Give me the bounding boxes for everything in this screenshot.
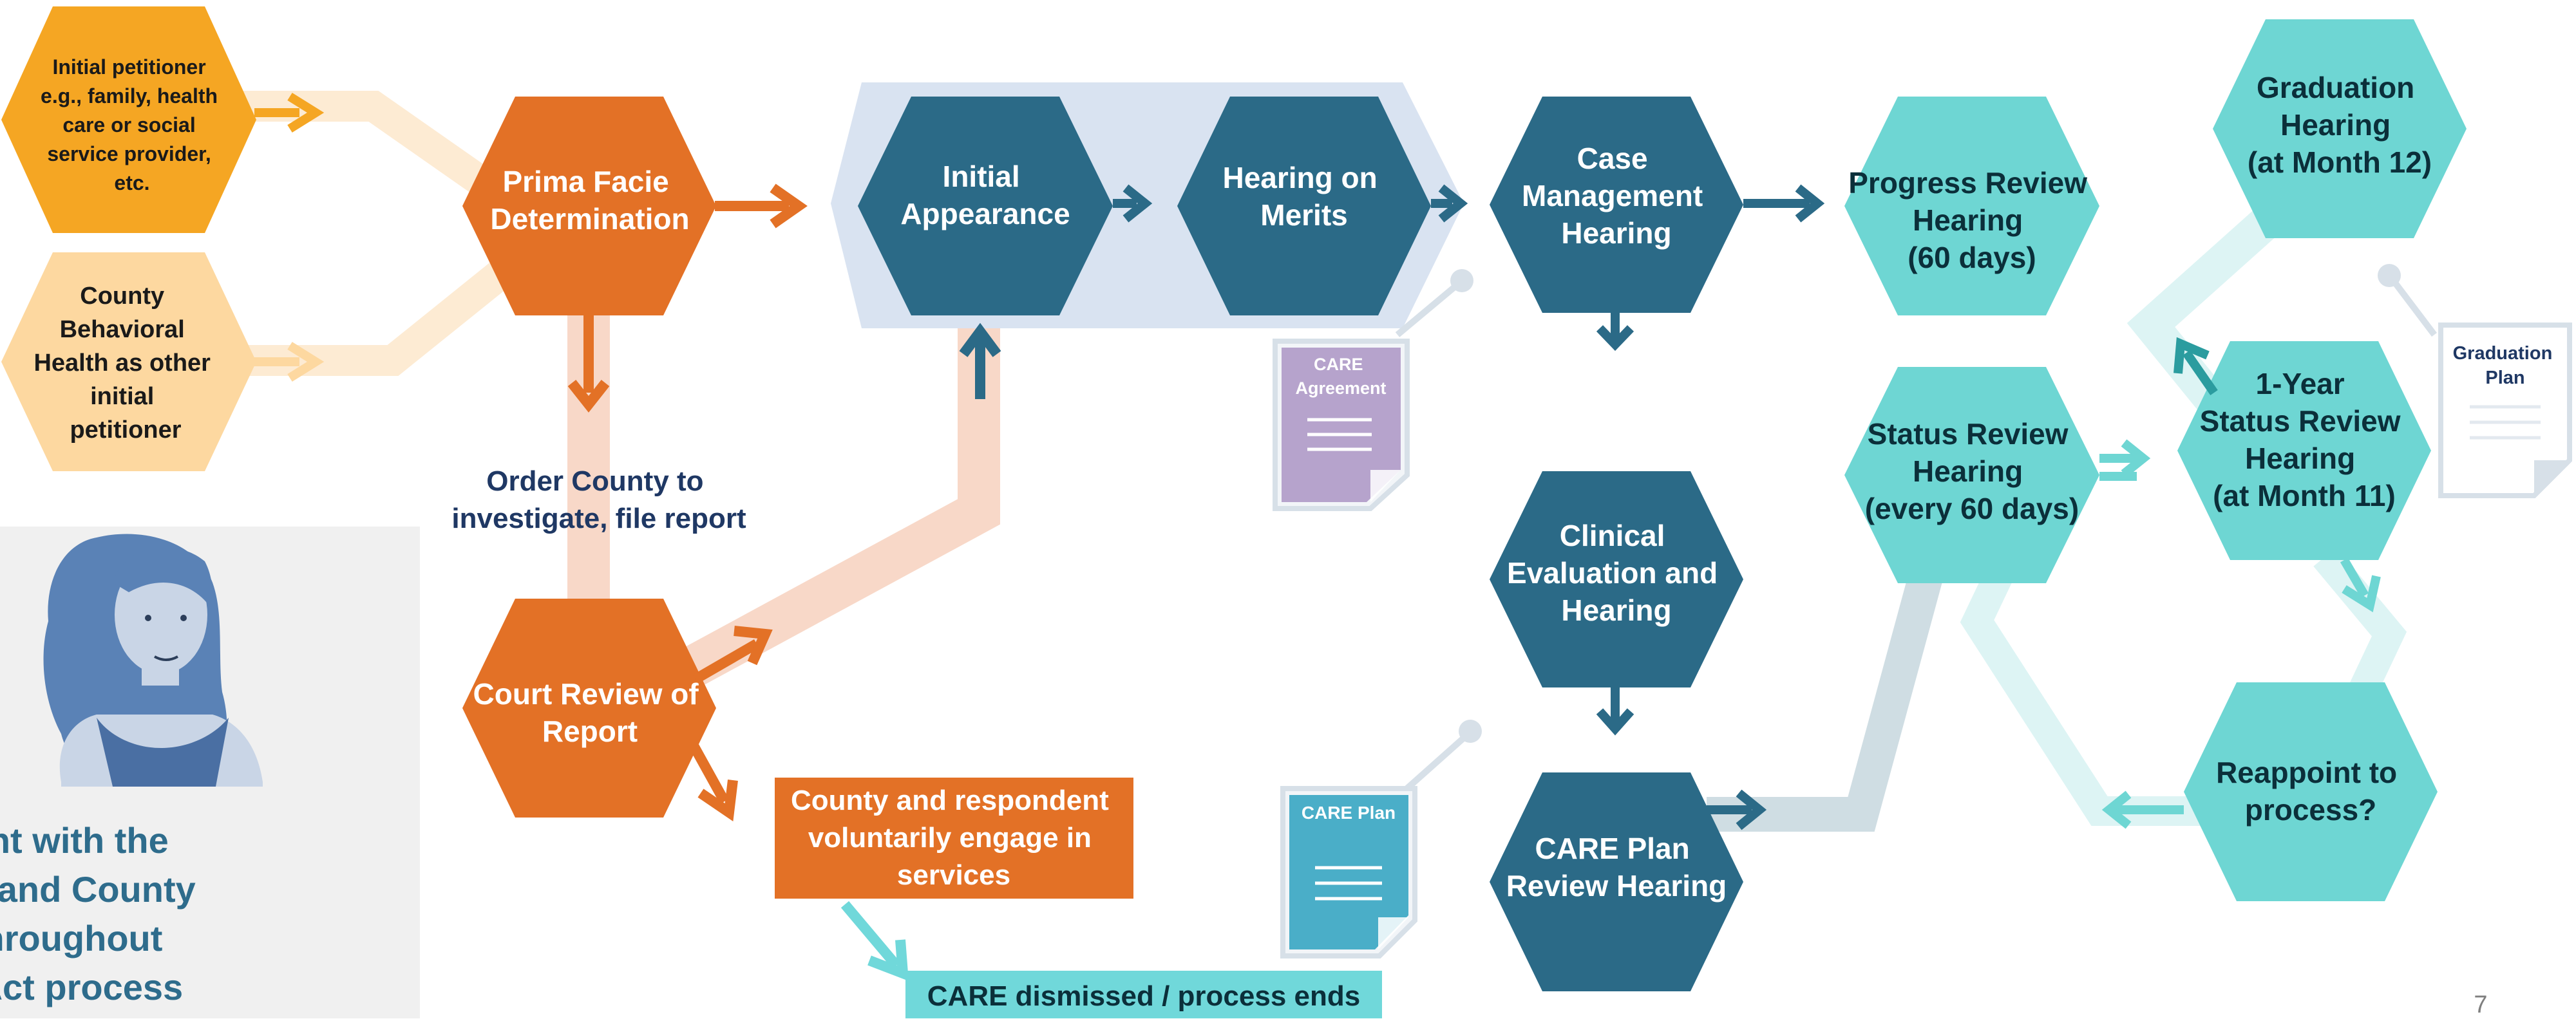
voluntary-engagement-box[interactable] (775, 778, 1133, 899)
initial-petitioner-hexagon[interactable]: Initial petitioner e.g., family, health … (1, 6, 256, 233)
arrow-clinical-to-careplan (1596, 687, 1634, 736)
arrow-court-to-voluntary (689, 744, 738, 822)
arrow-status-to-oneyear (2099, 439, 2151, 481)
arrow-voluntary-to-dismissed (840, 901, 909, 982)
arrow-reappoint-to-loop (2101, 790, 2184, 829)
care-dismissed-text: CARE dismissed / process ends (927, 980, 1360, 1012)
band-petitioner-to-prima (193, 91, 511, 209)
arrow-county-out (254, 342, 325, 382)
arrow-court-to-initial (692, 626, 773, 684)
arrow-oneyear-to-graduation (2174, 337, 2218, 395)
care-plan-review-hexagon[interactable]: CARE Plan Review Hearing (1490, 772, 1743, 991)
arrow-merits-to-case (1431, 184, 1468, 223)
court-review-hexagon[interactable]: Court Review of Report (462, 599, 716, 818)
svg-text:CARE Plan Review Hearing: CARE Plan Review Hearing (1506, 832, 1727, 902)
status-review-hexagon[interactable]: Status Review Hearing (every 60 days) (1844, 367, 2099, 583)
prima-facie-hexagon[interactable]: Prima Facie Determination (462, 97, 716, 315)
arrow-court-band-up (959, 323, 1001, 399)
engagement-text: Engagement with the Respondent and Count… (0, 820, 205, 1007)
hearing-on-merits-hexagon[interactable]: Hearing on Merits (1177, 97, 1431, 315)
arrow-initial-to-merits (1113, 184, 1153, 223)
progress-review-hexagon[interactable]: Progress Review Hearing (60 days) (1844, 97, 2099, 315)
svg-text:Graduation Plan: Graduation Plan (2453, 343, 2558, 388)
svg-text:Clinical Evaluation and: Clinical Evaluation and Hearing (1507, 519, 1726, 627)
page-number: 7 (2474, 991, 2488, 1018)
arrow-case-down (1596, 313, 1634, 351)
arrow-oneyear-to-reappoint (2340, 557, 2381, 613)
person-illustration (43, 534, 263, 787)
order-county-label: Order County to investigate, file report (451, 465, 746, 534)
svg-text:Status Review Hearing: Status Review Hearing (every 60 days) (1865, 417, 2079, 525)
svg-text:Initial Appearance: Initial Appearance (900, 160, 1070, 230)
graduation-plan-document[interactable]: Graduation Plan (2378, 264, 2572, 498)
svg-text:CARE Agreement: CARE Agreement (1295, 355, 1386, 398)
care-dismissed-bar[interactable] (905, 971, 1382, 1018)
svg-text:Case Management He: Case Management Hearing (1522, 142, 1711, 250)
arrow-prima-to-order (567, 315, 610, 413)
svg-text:Progress Review Hearing: Progress Review Hearing (60 days) (1848, 166, 2096, 274)
voluntary-engagement-text: County and respondent voluntarily engage… (791, 785, 1117, 891)
county-behavioral-health-hexagon[interactable]: County Behavioral Health as other initia… (1, 252, 256, 471)
initial-appearance-hexagon[interactable]: Initial Appearance (858, 97, 1113, 315)
graduation-hearing-hexagon[interactable]: Graduation Hearing (at Month 12) (2213, 19, 2467, 238)
svg-text:County Behavioral: County Behavioral Health as other initia… (33, 283, 217, 444)
svg-text:Reappoint to process?: Reappoint to process? (2216, 756, 2405, 827)
svg-text:Initial petitioner e.g.,: Initial petitioner e.g., family, health … (41, 55, 223, 194)
arrow-petitioner-out (254, 93, 325, 133)
svg-text:CARE Plan: CARE Plan (1302, 803, 1396, 823)
arrow-prima-to-initial (715, 183, 808, 229)
case-management-hexagon[interactable]: Case Management Hearing (1490, 97, 1743, 313)
band-careplan-to-status (1707, 548, 1949, 832)
reappoint-hexagon[interactable]: Reappoint to process? (2184, 682, 2438, 901)
arrow-case-to-progress (1743, 184, 1825, 223)
clinical-evaluation-hexagon[interactable]: Clinical Evaluation and Hearing (1490, 471, 1743, 687)
one-year-status-review-hexagon[interactable]: 1-Year Status Review Hearing (at Month 1… (2177, 341, 2431, 560)
svg-text:Prima Facie Determinatio: Prima Facie Determination (490, 165, 689, 236)
svg-text:Graduation Hearing: Graduation Hearing (at Month 12) (2248, 71, 2432, 179)
svg-text:Hearing on Merits: Hearing on Merits (1222, 161, 1385, 232)
care-agreement-document[interactable]: CARE Agreement (1273, 269, 1473, 511)
care-plan-document[interactable]: CARE Plan (1280, 720, 1482, 958)
arrow-careplan-to-status (1707, 789, 1767, 830)
svg-text:1-Year Status Review: 1-Year Status Review Hearing (at Month 1… (2200, 367, 2409, 512)
band-court-to-initial (666, 322, 1000, 695)
svg-text:Court Review of Report: Court Review of Report (473, 677, 707, 748)
